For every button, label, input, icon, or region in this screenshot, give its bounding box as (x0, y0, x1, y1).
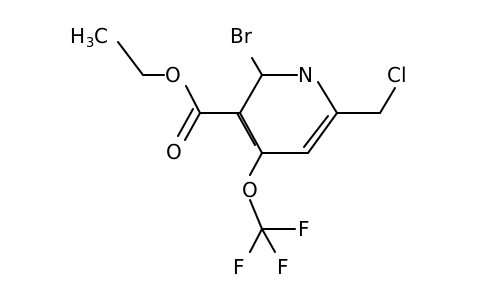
atom-nitrogen: N (298, 63, 313, 87)
atom-fluorine-3: F (277, 255, 289, 279)
bond-c4-ether-o (249, 152, 263, 176)
atom-chlorine: Cl (387, 63, 407, 87)
bond-n-c6 (317, 81, 338, 114)
bond-cf3-f2 (249, 228, 263, 253)
bond-carbonyl-ester-o (185, 85, 201, 114)
atom-fluorine-2: F (233, 255, 245, 279)
bond-ether-o-cf3 (249, 199, 263, 230)
atom-bromine: Br (230, 24, 253, 48)
bond-c4-c3-inner (236, 112, 256, 146)
bond-ch2-ch3 (117, 41, 144, 76)
atom-carbonyl-o: O (166, 140, 182, 164)
atom-ester-o: O (165, 63, 181, 87)
bond-c2-br (251, 57, 263, 76)
bond-c6-c5 (307, 112, 338, 154)
atom-methyl-subscript: 3 (86, 36, 94, 51)
bond-carbonyl-o-double (177, 108, 194, 137)
bond-carbonyl-o (184, 112, 201, 141)
atom-fluorine-1: F (298, 217, 310, 241)
atom-methyl-h: H (70, 24, 85, 48)
atom-methyl-c: C (94, 24, 108, 48)
bond-c3-c2 (239, 74, 263, 114)
bond-c6-c5-inner (303, 115, 329, 148)
bond-cf3-f3 (261, 228, 276, 253)
bond-ch2-cl (379, 87, 396, 114)
atom-ether-o: O (242, 178, 258, 202)
bond-c4-c3 (239, 112, 263, 154)
